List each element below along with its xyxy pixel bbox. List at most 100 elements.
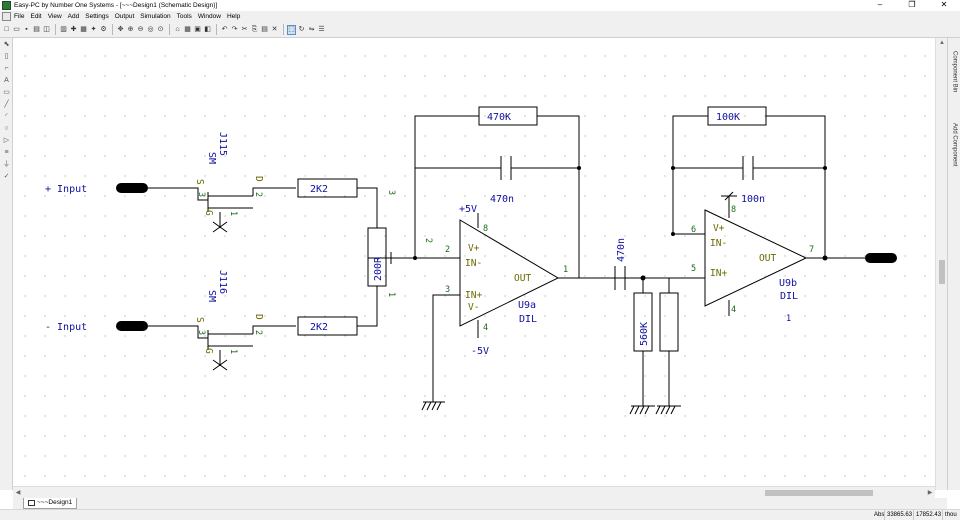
document-menu-icon[interactable] — [2, 12, 11, 21]
label-r-fb1: 470K — [487, 112, 511, 123]
delete-icon[interactable]: ✕ — [271, 25, 278, 33]
opamp-a-body — [459, 219, 560, 327]
cut-icon[interactable]: ✂ — [241, 25, 248, 33]
toolbar-separator — [169, 24, 170, 35]
zoom-out-icon[interactable]: ⊖ — [137, 25, 144, 33]
menu-add[interactable]: Add — [67, 13, 80, 20]
add-text-icon[interactable]: A — [4, 77, 9, 84]
j115-pin-2: 2 — [253, 192, 263, 197]
print-preview-icon[interactable]: ◫ — [43, 25, 50, 33]
save-icon[interactable]: ▪ — [25, 25, 28, 33]
label-opb-pkg: DIL — [780, 291, 798, 302]
minimize-button[interactable]: – — [877, 0, 883, 9]
menu-window[interactable]: Window — [197, 13, 221, 20]
scroll-up-arrow-icon[interactable]: ▲ — [939, 40, 945, 46]
pot-wiper — [368, 252, 395, 264]
vertical-scrollbar[interactable]: ▲ — [935, 38, 947, 490]
wire-r-bot-to-pot — [357, 286, 378, 327]
fb-a-right — [537, 115, 580, 278]
wizard-icon[interactable]: ✦ — [90, 25, 97, 33]
menu-settings[interactable]: Settings — [85, 13, 109, 20]
add-connection-icon[interactable]: ⌐ — [4, 65, 9, 72]
junction-fb-a — [413, 256, 417, 260]
add-component-icon[interactable]: ✚ — [70, 25, 77, 33]
layers-icon[interactable]: ◧ — [204, 25, 211, 33]
select-icon[interactable]: ⬚ — [287, 24, 296, 35]
title-bar: Easy-PC by Number One Systems - [~~~Desi… — [0, 0, 960, 11]
tab-add-component[interactable]: Add Component — [951, 123, 958, 167]
tab-design1[interactable]: ~~~Design1 — [23, 498, 78, 509]
toolbar-separator — [216, 24, 217, 35]
label-supply-neg: -5V — [471, 346, 489, 357]
add-component-tool-icon[interactable]: ▯ — [4, 53, 9, 60]
wire-plus-input — [148, 187, 208, 201]
opa-pinnum-1: 1 — [563, 265, 568, 275]
grid-icon[interactable]: ▦ — [184, 25, 191, 33]
undo-icon[interactable]: ↶ — [221, 25, 228, 33]
zoom-area-icon[interactable]: ◎ — [147, 25, 154, 33]
menu-file[interactable]: File — [14, 13, 25, 20]
new-icon[interactable]: □ — [4, 25, 9, 33]
wire-minus-input — [148, 325, 208, 339]
pot-pin-1: 1 — [386, 292, 396, 297]
zoom-all-icon[interactable]: ⊙ — [157, 25, 164, 33]
tab-component-bin[interactable]: Component Bin — [951, 51, 958, 93]
scroll-right-arrow-icon[interactable]: ▶ — [927, 490, 933, 496]
properties-icon[interactable]: ☰ — [318, 25, 325, 33]
gear-icon[interactable]: ⚙ — [100, 25, 107, 33]
opb-pin-out: OUT — [759, 253, 776, 264]
mirror-icon[interactable]: ⇋ — [308, 25, 315, 33]
move-icon[interactable]: ✥ — [117, 25, 124, 33]
select-tool-icon[interactable]: ⬉ — [3, 41, 10, 48]
copy-icon[interactable]: ⎘ — [251, 25, 258, 33]
add-port-icon[interactable]: ▷ — [3, 137, 10, 144]
menu-tools[interactable]: Tools — [176, 13, 192, 20]
gnd-560k — [629, 405, 655, 415]
snap-icon[interactable]: ▣ — [194, 25, 201, 33]
opb-pinnum-5: 5 — [691, 264, 696, 274]
redo-icon[interactable]: ↷ — [231, 25, 238, 33]
maximize-button[interactable]: ❐ — [908, 0, 916, 9]
horizontal-scrollbar[interactable]: ◀ ▶ — [13, 486, 935, 498]
add-power-icon[interactable]: ⏚ — [3, 161, 10, 168]
opa-pinnum-4: 4 — [483, 323, 488, 333]
opa-pin-vplus: V+ — [468, 243, 480, 254]
vertical-scroll-thumb[interactable] — [939, 260, 945, 284]
opb-pin-inminus: IN- — [710, 238, 727, 249]
add-shape-icon[interactable]: ▭ — [3, 89, 10, 96]
schematic-canvas[interactable]: + Input - Input 2K2 2K2 470K 100K 470n 1… — [13, 38, 935, 486]
menu-bar: File Edit View Add Settings Output Simul… — [0, 11, 960, 31]
add-arc-icon[interactable]: ◜ — [5, 113, 8, 120]
paste-icon[interactable]: ▤ — [261, 25, 268, 33]
scroll-left-arrow-icon[interactable]: ◀ — [15, 490, 21, 496]
close-button[interactable]: ✕ — [940, 0, 948, 9]
zoom-in-icon[interactable]: ⊕ — [127, 25, 134, 33]
label-r-top: 2K2 — [310, 184, 328, 195]
component-bin-icon[interactable]: ▥ — [60, 25, 67, 33]
library-icon[interactable]: ▦ — [80, 25, 87, 33]
add-probe-icon[interactable]: ✓ — [3, 173, 10, 180]
menu-help[interactable]: Help — [226, 13, 241, 20]
add-line-icon[interactable]: ╱ — [4, 101, 9, 108]
j116-channel — [207, 330, 253, 350]
horizontal-scroll-thumb[interactable] — [765, 490, 873, 496]
j116-gate-wire — [212, 350, 228, 371]
opa-pinnum-8: 8 — [483, 224, 488, 234]
label-pot: 200R — [373, 256, 384, 281]
home-icon[interactable]: ⌂ — [175, 25, 180, 33]
print-icon[interactable]: ▤ — [33, 25, 40, 33]
add-bus-icon[interactable]: ≡ — [4, 149, 9, 156]
pot-pin-3: 3 — [386, 190, 396, 195]
pot-200r — [367, 227, 387, 287]
menu-view[interactable]: View — [47, 13, 62, 20]
open-icon[interactable]: ▭ — [13, 25, 20, 33]
opa-pinnum-2: 2 — [445, 245, 450, 255]
toolbar-separator — [55, 24, 56, 35]
menu-simulation[interactable]: Simulation — [140, 13, 171, 20]
menu-edit[interactable]: Edit — [30, 13, 42, 20]
rotate-icon[interactable]: ↻ — [298, 25, 305, 33]
opa-pin-out: OUT — [514, 273, 531, 284]
add-circle-icon[interactable]: ○ — [4, 125, 9, 132]
menu-output[interactable]: Output — [114, 13, 135, 20]
opb-unit: 1 — [786, 314, 791, 324]
